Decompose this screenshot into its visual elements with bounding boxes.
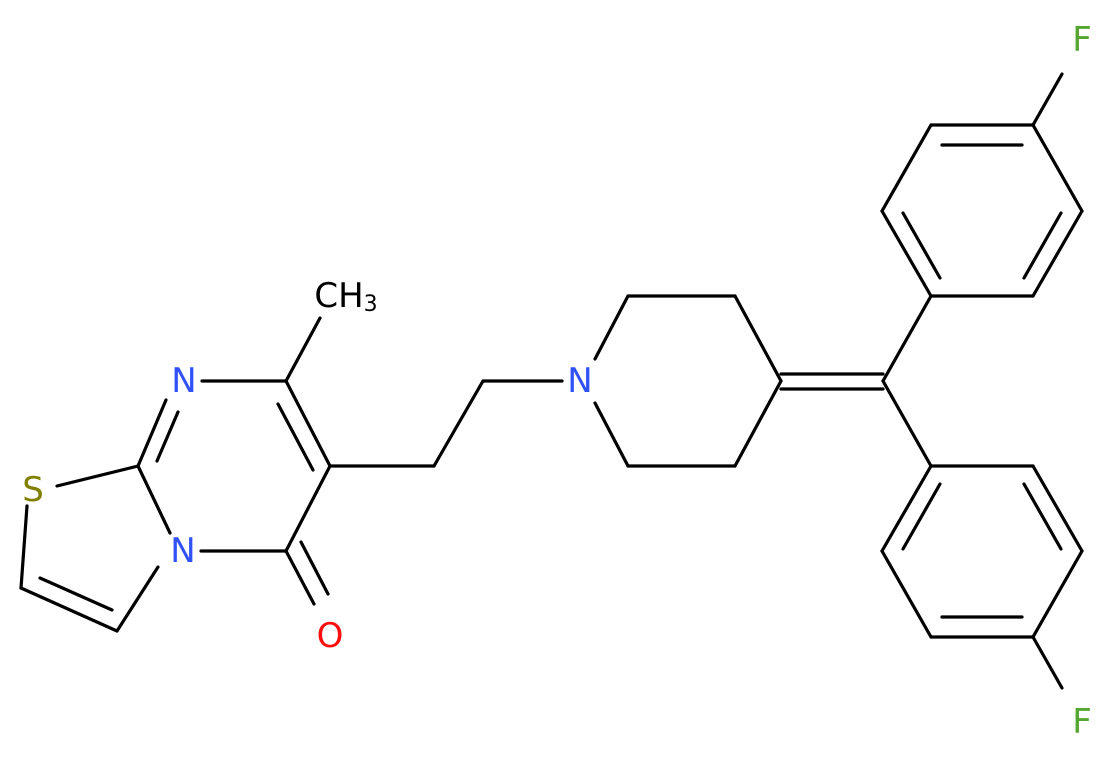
bond-ph1-b [1031, 209, 1084, 298]
bond-lines [19, 72, 1084, 690]
bond-c5-o-inner [299, 540, 330, 596]
bond-ph2-f-inner [901, 482, 942, 551]
bond-ph1-b-inner [1022, 211, 1063, 280]
bond-cexo-ph1 [881, 294, 933, 383]
bond-ph1-f-sub [1031, 72, 1064, 127]
bond-s-c2 [19, 504, 29, 590]
piperidine-nitrogen-label: N [567, 361, 592, 401]
bond-ph2-e [880, 549, 933, 639]
carbonyl-oxygen-label: O [317, 616, 344, 656]
bond-cexo-ph2 [881, 379, 933, 468]
bond-c2-c3-inner [38, 576, 114, 612]
bond-ph2-f-sub [1031, 635, 1064, 690]
bond-nbridge-c7a [136, 464, 172, 535]
fluorine-bottom-label: F [1072, 702, 1092, 742]
atom-labels: S N N O N F F CH3 [22, 20, 1092, 742]
bond-c7-c6 [284, 379, 332, 468]
bond-ph1-c [1031, 123, 1084, 213]
fluorine-top-label: F [1072, 20, 1092, 60]
bond-ph2-c [1031, 549, 1084, 639]
bond-c7a-n [136, 398, 168, 468]
bond-ph2-f [880, 464, 933, 553]
bond-c7-methyl [284, 316, 322, 383]
bond-ph1-f [880, 209, 933, 298]
bond-ch2-ch2 [432, 379, 485, 468]
bond-c2-c3 [19, 586, 119, 633]
bond-c6p-npip [593, 401, 630, 468]
bond-c7a-n-inner [155, 410, 180, 463]
methyl-ch-text: CH [314, 276, 363, 316]
bond-c5-o [284, 549, 316, 606]
bond-ph2-b-inner [1022, 482, 1063, 551]
bridgehead-nitrogen-label: N [170, 531, 195, 571]
bond-ph2-b [1031, 464, 1084, 553]
pyrimidine-nitrogen-label: N [171, 361, 196, 401]
bond-c4-c5p [733, 379, 783, 468]
bond-ph1-e [880, 123, 933, 213]
bond-npip-c2 [593, 294, 630, 361]
bond-s-c7a [55, 464, 140, 488]
bond-c7-c6-inner [276, 402, 315, 472]
methyl-group-label: CH3 [314, 276, 377, 317]
sulfur-atom-label: S [22, 470, 44, 510]
methyl-subscript: 3 [364, 292, 378, 317]
bond-c3p-c4 [733, 294, 783, 383]
bond-c6-c5 [284, 464, 332, 553]
bond-c3-nbridge [115, 565, 160, 633]
bond-ph1-f-inner [901, 211, 942, 280]
